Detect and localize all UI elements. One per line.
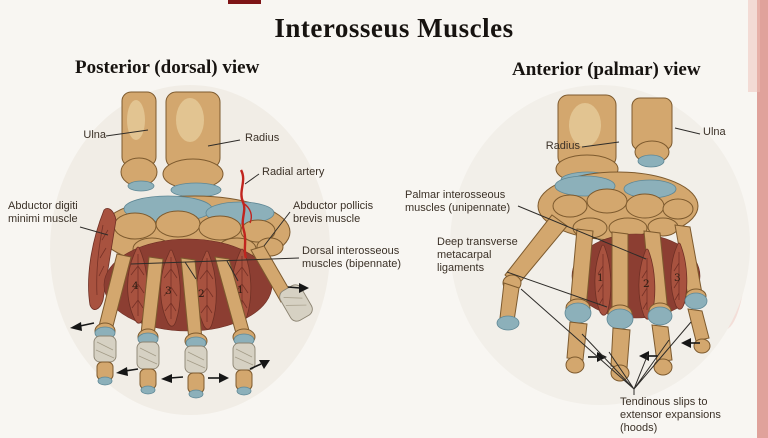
- dorsal-muscle-numbers: 4 3 2 1: [132, 280, 244, 300]
- label-abductor-pollicis-brevis: Abductor pollicis brevis muscle: [293, 200, 374, 225]
- radius-bone-left: [162, 91, 224, 190]
- right-view-heading: Anterior (palmar) view: [512, 59, 701, 80]
- svg-text:1: 1: [237, 284, 244, 296]
- palmar-muscle-numbers: 1 2 3: [597, 272, 681, 290]
- label-deep-transverse-ligaments: Deep transverse metacarpal ligaments: [437, 236, 518, 274]
- label-abductor-digiti-minimi: Abductor digiti minimi muscle: [8, 200, 78, 225]
- phalanx-bones-right: [565, 308, 711, 382]
- radius-bone-right: [555, 94, 619, 184]
- dorsal-hand-illustration: 4 3 2 1: [50, 85, 330, 415]
- thumb-bones: [496, 214, 568, 331]
- metacarpal-heads-cartilage: [564, 288, 708, 330]
- ulna-bone-right: [631, 97, 673, 164]
- palmar-hand-illustration: 1 2 3: [450, 85, 750, 405]
- svg-text:3: 3: [674, 272, 681, 284]
- palmar-interossei-muscles: [594, 242, 688, 320]
- ulna-bone-left: [120, 91, 158, 187]
- label-radius-left: Radius: [245, 132, 280, 144]
- left-view-heading: Posterior (dorsal) view: [75, 57, 260, 78]
- svg-text:2: 2: [643, 278, 650, 290]
- carpal-bones-right: [537, 171, 699, 241]
- label-ulna-left: Ulna: [83, 129, 106, 141]
- label-dorsal-interosseous: Dorsal interosseous muscles (bipennate): [302, 245, 402, 270]
- abductor-digiti-minimi-muscle: [88, 208, 117, 310]
- page-title: Interosseus Muscles: [274, 13, 514, 43]
- svg-text:1: 1: [597, 272, 604, 284]
- label-ulna-right: Ulna: [703, 126, 726, 138]
- dorsal-interossei-muscles: [127, 246, 252, 330]
- label-radial-artery: Radial artery: [262, 166, 325, 178]
- label-tendinous-slips: Tendinous slips to extensor expansions (…: [620, 396, 721, 434]
- finger-extensor-hoods: [93, 326, 256, 399]
- leader-lines-right: [506, 127, 701, 395]
- radial-artery-line: [239, 169, 252, 259]
- abduction-arrows: [70, 283, 309, 383]
- svg-text:3: 3: [165, 285, 172, 297]
- svg-text:2: 2: [198, 288, 205, 300]
- label-palmar-interosseous: Palmar interosseous muscles (unipennate): [405, 189, 511, 214]
- wrist-cartilage-left: [127, 180, 222, 198]
- thumb-extensor-hood: [279, 284, 313, 322]
- label-radius-right: Radius: [545, 140, 580, 152]
- leader-lines-left: [79, 129, 300, 282]
- svg-text:4: 4: [132, 280, 139, 292]
